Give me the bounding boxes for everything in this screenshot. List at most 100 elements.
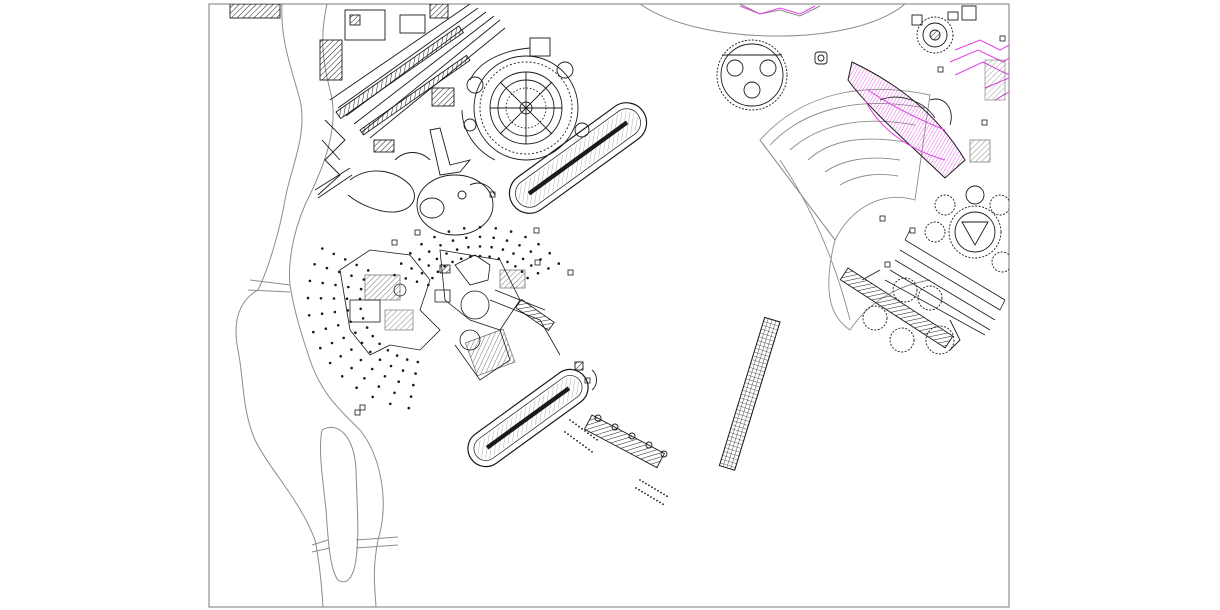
colonnade-dot	[386, 349, 390, 352]
colonnade-dot	[490, 245, 493, 249]
colonnade-dot	[321, 281, 325, 285]
colonnade-dot	[393, 391, 396, 395]
colonnade-dot	[415, 280, 419, 284]
colonnade-dot	[581, 427, 583, 430]
marker-square	[354, 409, 361, 416]
colonnade-dot	[414, 372, 417, 375]
colonnade-dot	[371, 334, 375, 338]
colonnade-dot	[467, 245, 470, 249]
marker-square	[909, 227, 916, 234]
colonnade-dot	[575, 423, 577, 426]
marker-square	[584, 377, 591, 384]
colonnade-dot	[340, 375, 344, 378]
colonnade-dot	[397, 380, 401, 384]
domed-rotunda-icon	[911, 5, 1006, 101]
colonnade-dot	[420, 271, 424, 275]
colonnade-dot	[433, 235, 436, 239]
colonnade-dot	[596, 438, 598, 441]
colonnade-dot	[651, 486, 653, 489]
colonnade-dot	[409, 251, 412, 255]
central-villa-complex	[339, 249, 561, 381]
colonnade-dot	[572, 421, 574, 424]
colonnade-dot	[526, 276, 529, 280]
colonnade-dot	[488, 255, 491, 258]
colonnade-dot	[584, 430, 586, 432]
large-arena-arc	[639, 4, 906, 37]
colonnade-dot	[635, 487, 637, 489]
arena-magenta-accent	[739, 5, 816, 15]
colonnade-dot	[319, 297, 323, 300]
colonnade-dot	[587, 432, 589, 435]
colonnade-dot	[355, 263, 359, 267]
colonnade-dot	[536, 271, 540, 275]
colonnade-dot	[332, 297, 336, 300]
colonnade-dot	[320, 312, 324, 316]
colonnade-dot	[494, 227, 498, 230]
colonnade-dot	[478, 235, 482, 239]
colonnade-dot	[418, 258, 421, 261]
colonnade-dot	[409, 395, 413, 398]
colonnade-dot	[650, 496, 652, 498]
grid-blocks-icon	[884, 229, 1006, 336]
colonnade-dot	[588, 448, 590, 451]
marker-square	[937, 66, 944, 73]
colonnade-dot	[334, 283, 337, 287]
colonnade-dot	[548, 251, 551, 255]
colonnade-dot	[445, 252, 448, 255]
lower-right-pavilions	[839, 267, 961, 355]
colonnade-dot	[514, 265, 517, 268]
colonnade-dot	[518, 244, 521, 247]
colonnade-dot	[576, 439, 578, 442]
circular-pavilions-cluster	[924, 98, 1009, 273]
colonnade-dot	[641, 490, 643, 493]
colonnade-dot	[339, 355, 343, 358]
colonnade-dot	[363, 377, 366, 380]
colonnade-dot	[401, 369, 405, 372]
colonnade-dot	[492, 236, 496, 240]
long-portico-wall	[718, 316, 781, 471]
colonnade-dot	[347, 285, 350, 289]
colonnade-dot	[333, 310, 337, 314]
colonnade-dot	[642, 480, 644, 483]
colonnade-dot	[501, 248, 505, 251]
circus-lower-icon	[467, 368, 589, 468]
colonnade-dot	[505, 239, 509, 242]
colonnade-dot	[578, 425, 580, 428]
colonnade-dot	[342, 336, 346, 340]
colonnade-dot	[529, 250, 533, 253]
colonnade-dot	[360, 341, 364, 345]
colonnade-dot	[306, 296, 310, 300]
colonnade-dot	[645, 482, 647, 485]
colonnade-dot	[365, 326, 369, 329]
colonnade-dot	[648, 484, 650, 487]
colonnade-dot	[547, 267, 550, 270]
colonnade-dot	[325, 266, 329, 270]
round-temple-icon	[716, 39, 828, 111]
colonnade-dot	[407, 406, 411, 410]
colonnade-dot	[567, 433, 569, 436]
colonnade-dot	[439, 244, 442, 247]
colonnade-dot	[359, 307, 363, 311]
colonnade-dot	[389, 402, 392, 406]
marker-square	[489, 191, 496, 198]
dot-colonnades	[306, 225, 668, 506]
colonnade-dot	[657, 489, 659, 492]
colonnade-dot	[666, 495, 668, 498]
colonnade-dot	[362, 278, 366, 281]
colonnade-dot	[436, 270, 440, 274]
colonnade-dot	[512, 252, 515, 255]
colonnade-dot	[663, 493, 665, 496]
circus-upper-icon	[508, 102, 648, 214]
colonnade-dot	[465, 236, 468, 240]
colonnade-dot	[521, 257, 525, 261]
colonnade-dot	[590, 434, 592, 437]
colonnade-dot	[410, 267, 413, 270]
colonnade-dot	[399, 262, 403, 265]
marker-square	[414, 229, 421, 236]
colonnade-dot	[660, 491, 662, 494]
colonnade-dot	[653, 497, 655, 500]
colonnade-dot	[431, 276, 434, 280]
scattered-markers	[354, 35, 1006, 416]
colonnade-dot	[312, 330, 315, 334]
